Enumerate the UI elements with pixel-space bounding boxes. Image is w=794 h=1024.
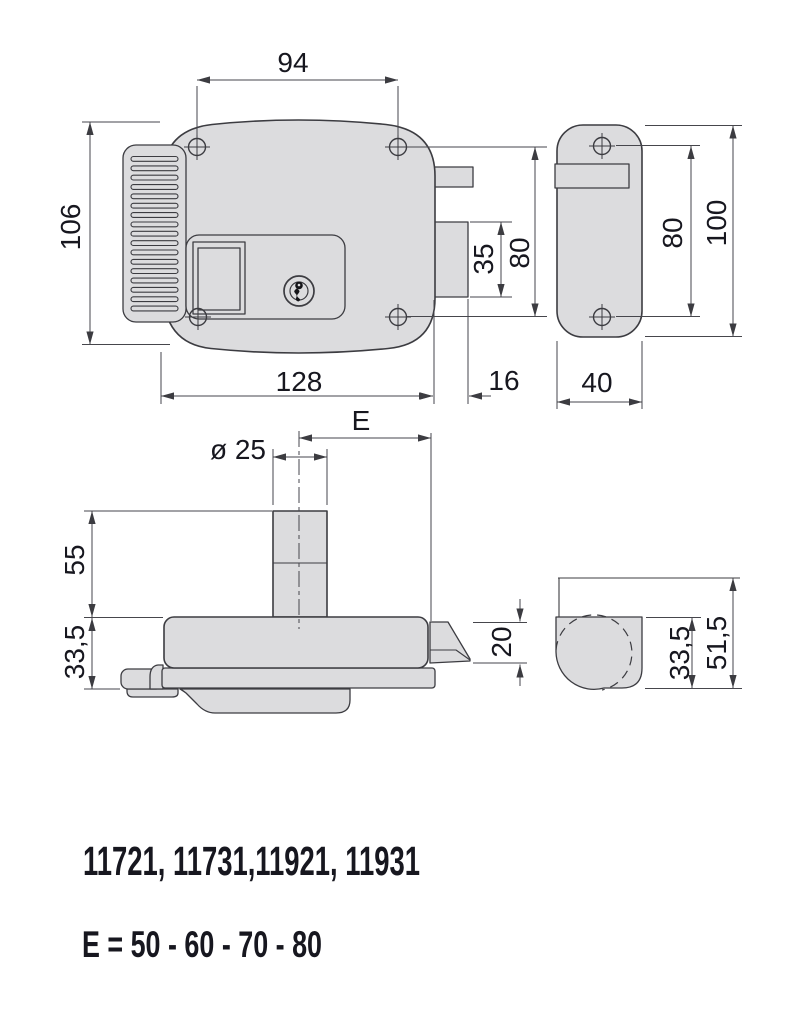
deadbolt-front bbox=[431, 221, 469, 298]
keyhole-icon bbox=[283, 275, 315, 307]
dim-label-16: 16 bbox=[488, 365, 519, 396]
lock-front-view bbox=[122, 119, 474, 354]
dim-strike-width: 40 bbox=[556, 341, 643, 409]
dim-front-bolt-height: 35 bbox=[468, 221, 512, 298]
dim-label-100: 100 bbox=[701, 200, 732, 247]
dim-front-body-height: 106 bbox=[55, 121, 170, 345]
dim-top-cylinder-diameter: ø 25 bbox=[210, 434, 328, 505]
dim-top-case-depth: 33,5 bbox=[59, 618, 120, 690]
lock-top-view bbox=[120, 431, 471, 714]
dim-top-backset: E bbox=[299, 405, 432, 621]
dim-strike-hole-spacing: 80 bbox=[616, 145, 700, 317]
dim-top-cylinder-protrusion: 55 bbox=[59, 510, 272, 618]
latch-bolt-top bbox=[429, 621, 471, 664]
model-numbers: 11721, 11731,11921, 11931 bbox=[83, 838, 420, 884]
base-plate-top bbox=[161, 667, 436, 689]
dim-front-body-width: 128 bbox=[160, 300, 435, 404]
dim-front-hole-spacing-h: 94 bbox=[196, 47, 399, 135]
strike-slot bbox=[554, 163, 630, 189]
dim-label-33-5-left: 33,5 bbox=[59, 625, 90, 680]
dim-strike-height: 100 bbox=[645, 125, 742, 337]
dim-label-94: 94 bbox=[277, 47, 308, 78]
ventilation-slots bbox=[130, 155, 179, 312]
dim-label-35: 35 bbox=[468, 243, 499, 274]
strike-box-nose-hidden-line bbox=[555, 614, 633, 691]
latch-front bbox=[431, 166, 474, 188]
dim-label-128: 128 bbox=[276, 366, 323, 397]
dim-label-80-front: 80 bbox=[504, 237, 535, 268]
push-button bbox=[192, 241, 246, 315]
dim-label-20: 20 bbox=[486, 626, 517, 657]
dim-label-106: 106 bbox=[55, 204, 86, 251]
dim-label-40: 40 bbox=[581, 367, 612, 398]
strike-plate-front-view bbox=[554, 124, 643, 338]
dim-label-33-5-right: 33,5 bbox=[664, 626, 695, 681]
dim-label-E: E bbox=[352, 405, 371, 436]
dim-strike-top-total-depth: 51,5 bbox=[701, 578, 737, 688]
side-tab-clip bbox=[149, 664, 164, 690]
mounting-lip bbox=[126, 688, 179, 698]
dim-front-bolt-protrusion: 16 bbox=[411, 299, 520, 404]
strike-box bbox=[555, 616, 643, 690]
dim-label-diameter-25: ø 25 bbox=[210, 434, 266, 465]
dim-strike-top-box-depth: 33,5 bbox=[645, 617, 742, 689]
lock-case-top bbox=[163, 616, 429, 669]
dim-top-bolt-depth: 20 bbox=[473, 599, 527, 686]
dim-label-55: 55 bbox=[59, 544, 90, 575]
dim-label-80-strike: 80 bbox=[657, 217, 688, 248]
dimensions: 94 106 128 16 35 80 bbox=[55, 47, 742, 690]
cylinder-top bbox=[272, 510, 328, 618]
backset-options: E = 50 - 60 - 70 - 80 bbox=[82, 924, 322, 965]
lower-housing bbox=[179, 688, 351, 714]
strike-plate bbox=[556, 124, 643, 338]
strike-top-view bbox=[555, 577, 740, 691]
dim-front-hole-spacing-v: 80 bbox=[407, 146, 547, 317]
strike-flange-edge bbox=[558, 577, 740, 617]
dim-label-51-5: 51,5 bbox=[701, 616, 732, 671]
